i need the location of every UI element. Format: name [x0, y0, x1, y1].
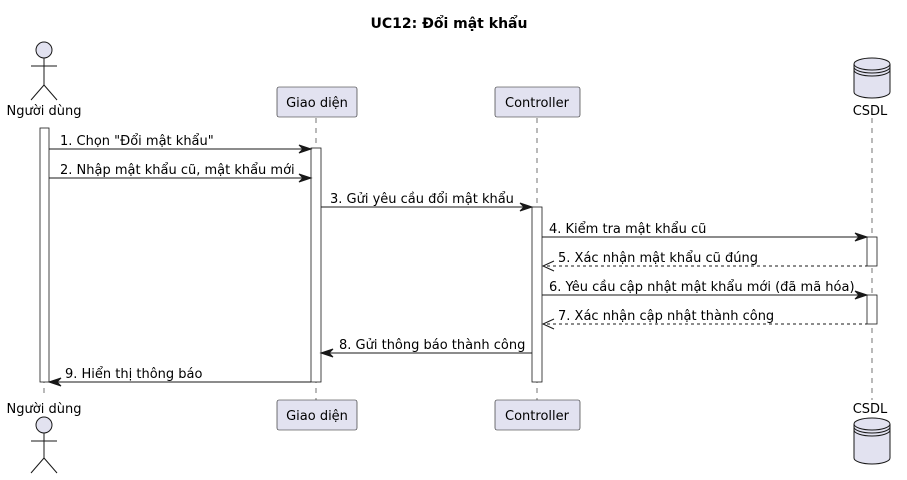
activation-user — [39, 127, 50, 383]
message-4-label: 4. Kiểm tra mật khẩu cũ — [549, 222, 706, 237]
message-8-label: 8. Gửi thông báo thành công — [339, 338, 525, 353]
message-7-label: 7. Xác nhận cập nhật thành công — [558, 309, 774, 324]
database-db-top-icon — [853, 57, 891, 99]
participant-ui-top-label: Giao diện — [286, 96, 348, 111]
participant-user-top-label: Người dùng — [7, 104, 82, 119]
message-3: 3. Gửi yêu cầu đổi mật khẩu — [321, 192, 534, 212]
activation-db-update — [866, 294, 878, 325]
database-db-bottom-icon — [853, 417, 891, 465]
participant-controller-bottom — [494, 399, 581, 431]
message-7: 7. Xác nhận cập nhật thành công — [541, 309, 867, 330]
actor-user-top-icon — [30, 41, 58, 101]
message-2: 2. Nhập mật khẩu cũ, mật khẩu mới — [49, 163, 313, 183]
message-5-label: 5. Xác nhận mật khẩu cũ đúng — [558, 251, 758, 266]
message-6: 6. Yêu cầu cập nhật mật khẩu mới (đã mã … — [542, 280, 869, 300]
message-4: 4. Kiểm tra mật khẩu cũ — [542, 222, 869, 242]
message-8: 8. Gửi thông báo thành công — [319, 338, 532, 358]
participant-user-bottom-label: Người dùng — [7, 402, 82, 417]
participant-ui-bottom — [276, 399, 358, 431]
diagram-title: UC12: Đổi mật khẩu — [371, 15, 528, 32]
participant-controller-top-label: Controller — [505, 96, 570, 111]
participant-db-bottom-label: CSDL — [853, 402, 888, 417]
actor-user-bottom-icon — [30, 416, 58, 474]
message-5: 5. Xác nhận mật khẩu cũ đúng — [541, 251, 867, 272]
participant-ui-bottom-label: Giao diện — [286, 409, 348, 424]
message-6-label: 6. Yêu cầu cập nhật mật khẩu mới (đã mã … — [549, 280, 855, 295]
activation-ui — [310, 147, 322, 383]
message-9-label: 9. Hiển thị thông báo — [65, 367, 203, 382]
participant-controller-top — [494, 86, 581, 118]
participant-db-top-label: CSDL — [853, 104, 888, 119]
message-9: 9. Hiển thị thông báo — [47, 367, 311, 387]
activation-db-check — [866, 236, 878, 267]
message-3-label: 3. Gửi yêu cầu đổi mật khẩu — [330, 192, 514, 207]
message-2-label: 2. Nhập mật khẩu cũ, mật khẩu mới — [60, 163, 295, 178]
activation-controller — [531, 206, 543, 383]
message-1: 1. Chọn "Đổi mật khẩu" — [49, 134, 313, 154]
participant-controller-bottom-label: Controller — [505, 409, 570, 424]
message-1-label: 1. Chọn "Đổi mật khẩu" — [60, 134, 214, 149]
participant-ui-top — [276, 86, 358, 118]
